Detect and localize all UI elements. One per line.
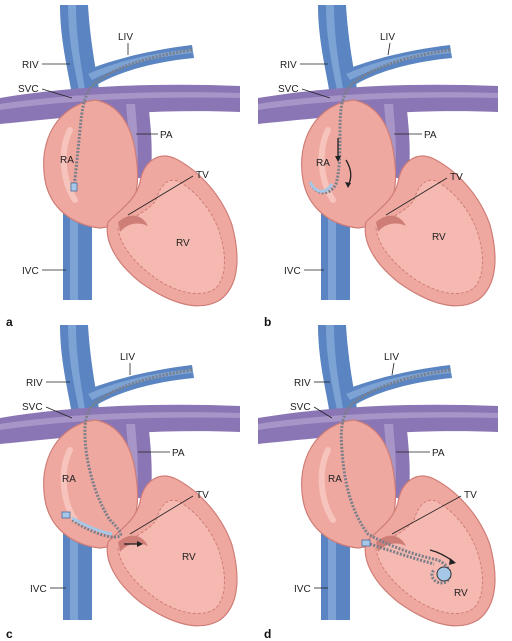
label-ra: RA bbox=[60, 155, 74, 166]
label-ivc: IVC bbox=[22, 266, 39, 277]
label-ivc: IVC bbox=[284, 266, 301, 277]
label-ivc: IVC bbox=[30, 584, 47, 595]
catheter bbox=[72, 48, 193, 189]
label-pa: PA bbox=[432, 448, 445, 459]
label-ivc: IVC bbox=[294, 584, 311, 595]
label-liv: LIV bbox=[118, 32, 133, 43]
catheter bbox=[308, 48, 451, 195]
panel-d: LIV RIV SVC PA RA TV RV IVC d bbox=[258, 325, 498, 641]
label-tv: TV bbox=[196, 170, 209, 181]
panel-letter: a bbox=[6, 315, 13, 329]
label-tv: TV bbox=[196, 490, 209, 501]
label-rv: RV bbox=[454, 588, 468, 599]
label-rv: RV bbox=[176, 238, 190, 249]
panel-letter: b bbox=[264, 315, 271, 329]
label-rv: RV bbox=[432, 232, 446, 243]
label-riv: RIV bbox=[280, 60, 297, 71]
label-riv: RIV bbox=[22, 60, 39, 71]
catheter-tip bbox=[70, 182, 78, 192]
label-tv: TV bbox=[464, 490, 477, 501]
panel-b: LIV RIV SVC PA RA TV RV IVC b bbox=[258, 5, 498, 329]
label-riv: RIV bbox=[294, 378, 311, 389]
label-pa: PA bbox=[160, 130, 173, 141]
label-svc: SVC bbox=[22, 402, 43, 413]
label-svc: SVC bbox=[278, 84, 299, 95]
label-liv: LIV bbox=[120, 352, 135, 363]
label-pa: PA bbox=[172, 448, 185, 459]
panel-letter: c bbox=[6, 627, 13, 641]
label-pa: PA bbox=[424, 130, 437, 141]
label-ra: RA bbox=[328, 474, 342, 485]
label-ra: RA bbox=[62, 474, 76, 485]
label-rv: RV bbox=[182, 552, 196, 563]
label-liv: LIV bbox=[380, 32, 395, 43]
label-tv: TV bbox=[450, 172, 463, 183]
label-ra: RA bbox=[316, 158, 330, 169]
label-svc: SVC bbox=[290, 402, 311, 413]
catheter bbox=[71, 368, 193, 539]
panel-a: LIV RIV SVC PA RA TV RV IVC a bbox=[0, 5, 240, 329]
label-svc: SVC bbox=[18, 84, 39, 95]
panel-c: LIV RIV SVC PA RA TV RV IVC c bbox=[0, 325, 240, 641]
label-liv: LIV bbox=[384, 352, 399, 363]
label-riv: RIV bbox=[26, 378, 43, 389]
panel-letter: d bbox=[264, 627, 271, 641]
